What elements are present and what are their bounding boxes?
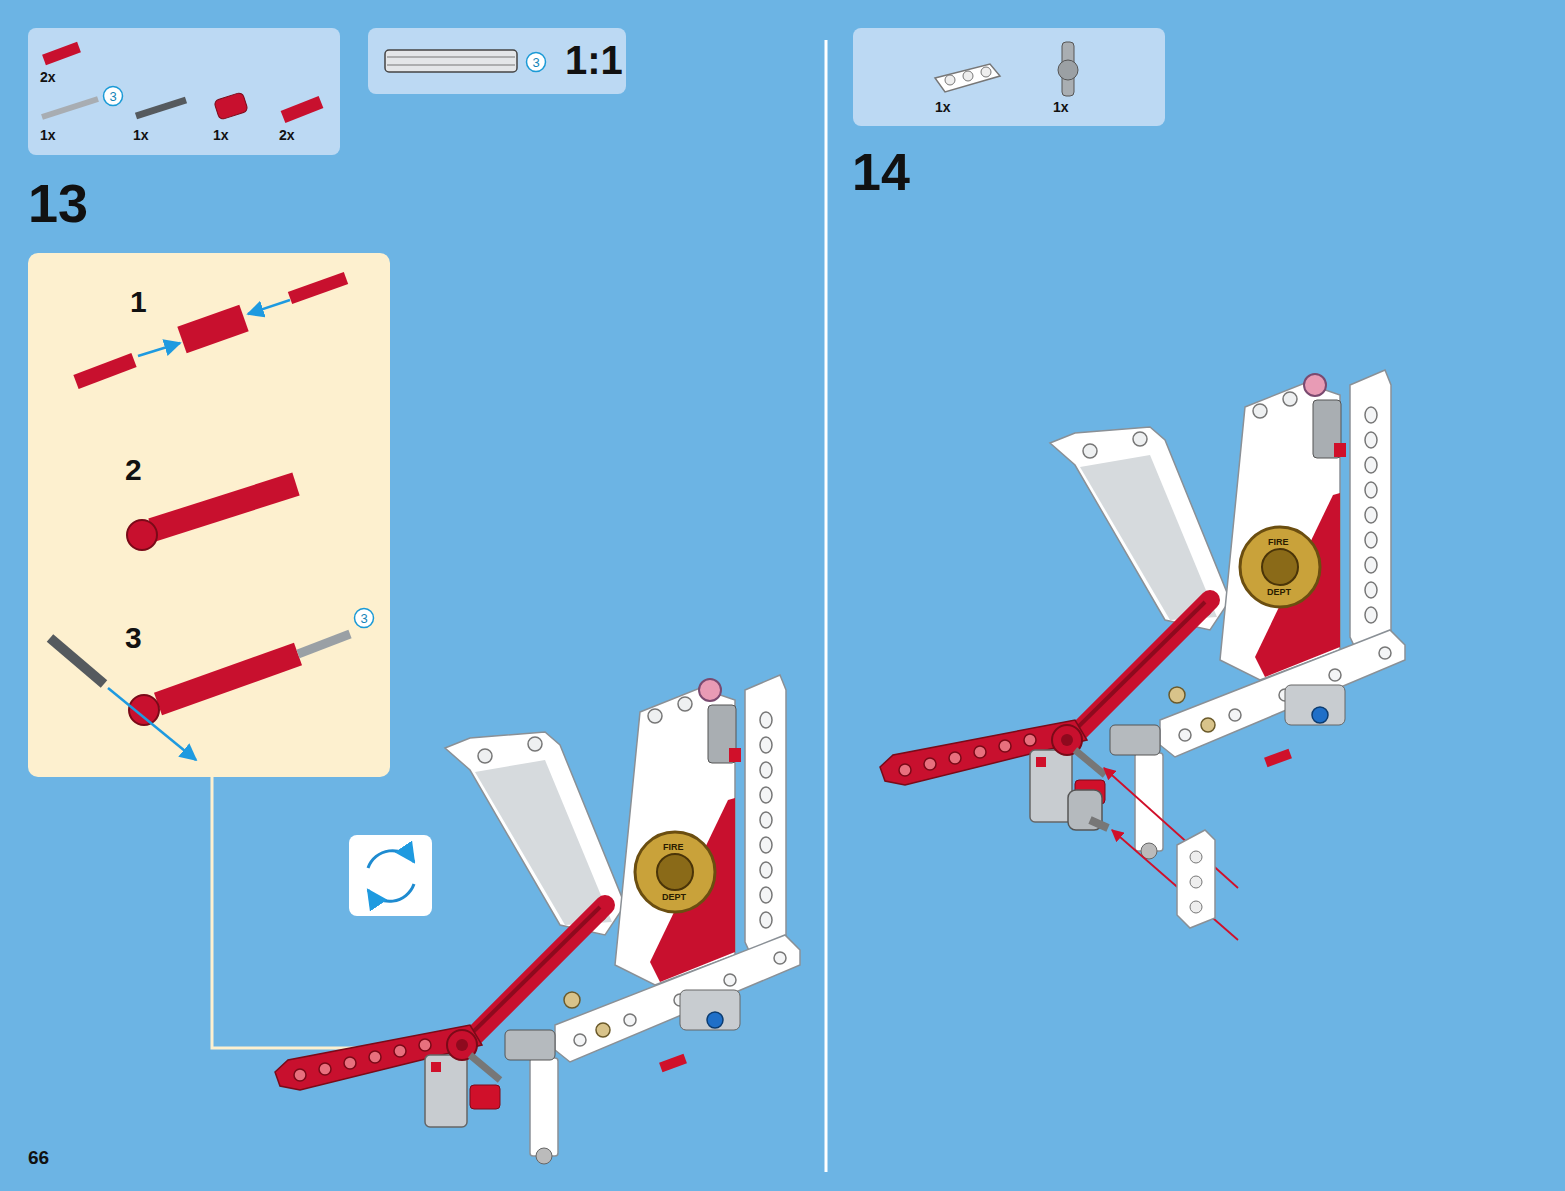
step-number: 13 (28, 176, 88, 230)
page-number: 66 (28, 1148, 49, 1167)
callout-number: 3 (109, 90, 116, 103)
substep-number: 1 (130, 287, 147, 317)
logo-text: DEPT (662, 893, 686, 902)
parts-list-box: 1x 1x (853, 28, 1165, 126)
step-number: 14 (852, 146, 910, 198)
part-count: 2x (279, 128, 295, 142)
length-circle: 3 (353, 607, 375, 629)
part-count: 1x (935, 100, 951, 114)
part-count: 1x (133, 128, 149, 142)
part-count: 2x (40, 70, 56, 84)
length-circle: 3 (525, 51, 547, 73)
quantity-circle: 3 (102, 85, 124, 107)
part-count: 1x (213, 128, 229, 142)
scale-label: 1:1 (565, 40, 623, 80)
logo-text: FIRE (1268, 538, 1289, 547)
callout-number: 3 (360, 612, 367, 625)
logo-text: DEPT (1267, 588, 1291, 597)
substep-number: 3 (125, 623, 142, 653)
part-count: 1x (40, 128, 56, 142)
parts-list-box: 2x 1x 1x 1x 2x 3 (28, 28, 340, 155)
part-count: 1x (1053, 100, 1069, 114)
callout-number: 3 (532, 56, 539, 69)
scale-box: 1:1 3 (368, 28, 631, 94)
substep-panel: 1 2 3 3 (28, 253, 390, 777)
logo-text: FIRE (663, 843, 684, 852)
substep-number: 2 (125, 455, 142, 485)
